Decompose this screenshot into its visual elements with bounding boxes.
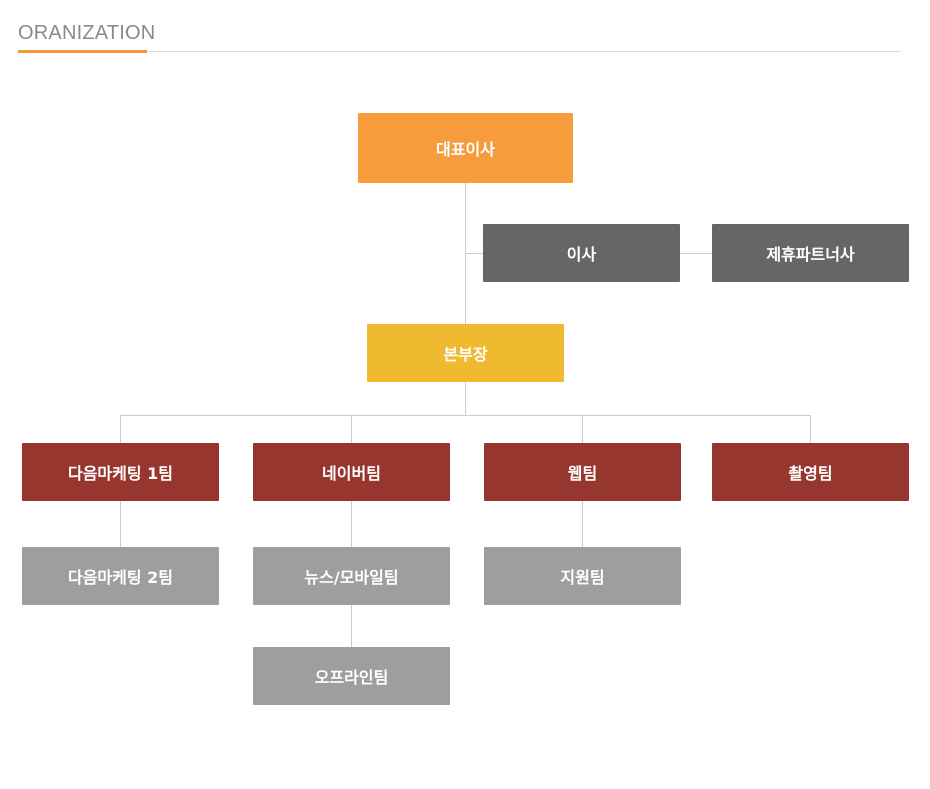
page-header: ORANIZATION <box>18 20 901 53</box>
org-node-news-mobile-team[interactable]: 뉴스/모바일팀 <box>253 547 450 605</box>
org-node-ceo[interactable]: 대표이사 <box>358 113 573 183</box>
connector-gm-down <box>465 382 466 415</box>
org-node-daum-marketing-2[interactable]: 다음마케팅 2팀 <box>22 547 219 605</box>
connector-news-to-offline <box>351 605 352 647</box>
connector-daum1-to-daum2 <box>120 501 121 547</box>
org-node-offline-team[interactable]: 오프라인팀 <box>253 647 450 705</box>
connector-bus-team-3 <box>582 415 583 443</box>
connector-bus-team-4 <box>810 415 811 443</box>
connector-web-to-support <box>582 501 583 547</box>
page-title: ORANIZATION <box>18 22 156 44</box>
org-node-partner[interactable]: 제휴파트너사 <box>712 224 909 282</box>
connector-bus-team-1 <box>120 415 121 443</box>
title-underline <box>18 50 147 53</box>
connector-director-to-partner <box>680 253 712 254</box>
org-node-general-manager[interactable]: 본부장 <box>367 324 564 382</box>
org-node-daum-marketing-1[interactable]: 다음마케팅 1팀 <box>22 443 219 501</box>
connector-team-bus <box>120 415 811 416</box>
org-node-director[interactable]: 이사 <box>483 224 680 282</box>
org-node-photo-team[interactable]: 촬영팀 <box>712 443 909 501</box>
org-node-support-team[interactable]: 지원팀 <box>484 547 681 605</box>
connector-trunk-to-director <box>465 253 483 254</box>
org-node-naver-team[interactable]: 네이버팀 <box>253 443 450 501</box>
connector-naver-to-news <box>351 501 352 547</box>
connector-bus-team-2 <box>351 415 352 443</box>
org-node-web-team[interactable]: 웹팀 <box>484 443 681 501</box>
